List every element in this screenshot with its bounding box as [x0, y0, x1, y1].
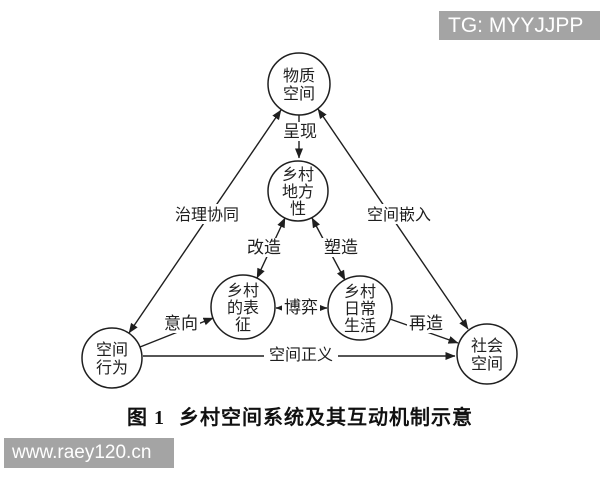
label-mask: [245, 238, 283, 257]
label-mask: [282, 298, 320, 317]
figure-number: 图 1: [127, 407, 165, 429]
watermark-website: www.raey120.cn: [4, 438, 174, 468]
label-mask: [281, 122, 318, 141]
label-mask: [362, 204, 436, 224]
node-rural-daily-life-label: 乡村 日常 生活: [344, 283, 376, 335]
node-text-line: 日常: [344, 300, 376, 318]
node-text-line: 征: [235, 316, 251, 334]
node-social-space-label: 社会 空间: [471, 337, 503, 373]
node-text-line: 行为: [96, 359, 128, 377]
figure-title: 乡村空间系统及其互动机制示意: [179, 407, 473, 429]
node-spatial-behavior-label: 空间 行为: [96, 341, 128, 377]
node-text-line: 空间: [471, 355, 503, 373]
label-mask: [407, 314, 445, 333]
node-social-space-circle: [456, 323, 518, 385]
edge-game-label: 博弈: [284, 298, 318, 317]
node-physical-space-label: 物质 空间: [283, 67, 315, 103]
edge-spatial-justice-label: 空间正义: [269, 346, 333, 364]
figure-caption: 图 1 乡村空间系统及其互动机制示意: [0, 401, 600, 430]
edge-shaping-label: 塑造: [324, 238, 358, 257]
node-text-line: 乡村: [227, 282, 259, 300]
node-text-line: 空间: [96, 341, 128, 359]
watermark-website-text: www.raey120.cn: [12, 442, 152, 463]
edge-governance-synergy-label: 治理协同: [175, 206, 239, 224]
edge-transformation-label: 改造: [247, 238, 281, 257]
node-text-line: 空间: [283, 85, 315, 103]
node-text-line: 乡村: [344, 283, 376, 301]
node-rural-locality-label: 乡村 地方 性: [282, 166, 314, 218]
edge-recreation-label: 再造: [409, 314, 443, 333]
edge-intention-label: 意向: [164, 314, 198, 333]
node-spatial-behavior-circle: [81, 327, 143, 389]
label-mask: [170, 204, 244, 224]
edge-presentation-label: 呈现: [283, 122, 317, 141]
watermark-telegram: TG: MYYJJPP: [439, 11, 600, 40]
watermark-telegram-text: TG: MYYJJPP: [448, 13, 584, 37]
edge-spatial-embedding-label: 空间嵌入: [367, 206, 431, 224]
node-text-line: 乡村: [282, 166, 314, 184]
node-text-line: 性: [290, 200, 306, 218]
node-text-line: 生活: [344, 317, 376, 335]
label-mask: [264, 345, 338, 364]
node-text-line: 的表: [227, 299, 259, 317]
node-text-line: 物质: [283, 67, 315, 85]
node-rural-representation-label: 乡村 的表 征: [227, 282, 259, 334]
node-text-line: 社会: [471, 337, 503, 355]
label-mask: [162, 314, 200, 333]
label-mask: [322, 238, 360, 257]
node-text-line: 地方: [282, 183, 314, 201]
